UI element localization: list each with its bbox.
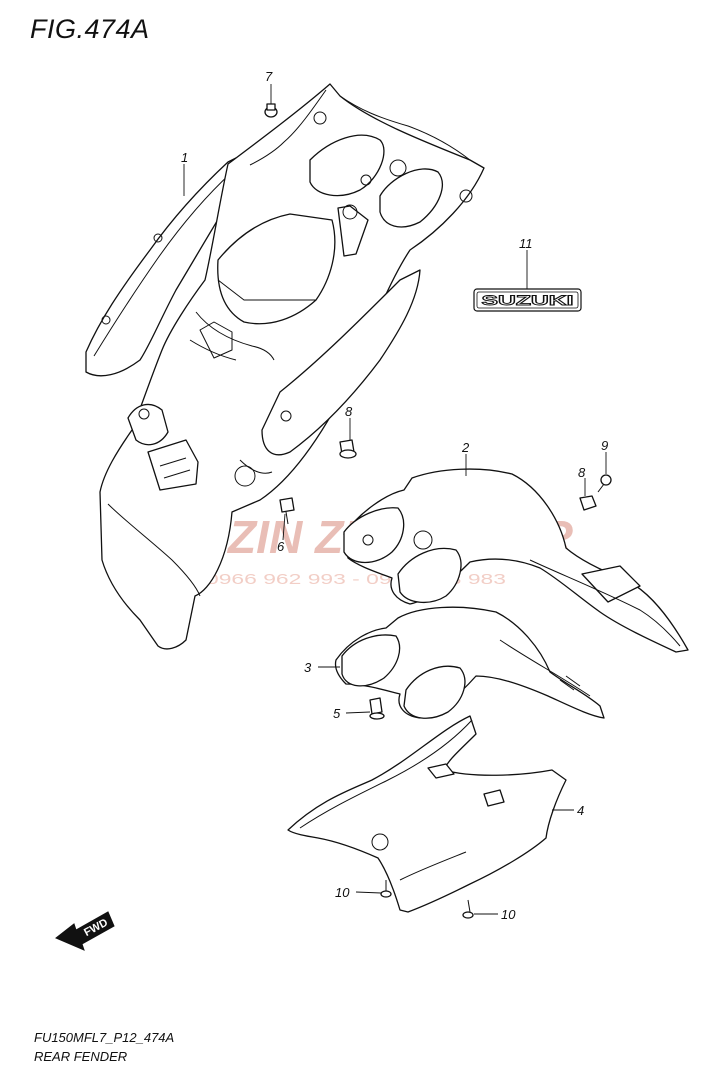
leader-6 <box>282 513 286 541</box>
bracket-body <box>334 606 605 719</box>
cover-top-edge <box>299 719 473 829</box>
fender-top-hole <box>313 111 327 125</box>
upper-fender-hole-1 <box>413 530 433 550</box>
upper-fender-tab <box>581 565 641 603</box>
bolt-5-washer <box>369 712 385 720</box>
fender-inner-lip <box>239 459 273 474</box>
nut-7-body <box>579 495 597 511</box>
callout-4: 4 <box>577 803 584 818</box>
callout-3: 3 <box>304 660 312 675</box>
fender-mount-left <box>127 403 169 446</box>
leader-lines <box>183 84 607 915</box>
part-rear-fender-upper-2 <box>343 468 689 653</box>
callout-1: 1 <box>181 150 188 165</box>
clip-body <box>266 103 276 111</box>
callout-9: 9 <box>601 438 608 453</box>
fender-rear-arm-hole <box>280 410 292 422</box>
fender-mount-hole <box>138 408 150 420</box>
fender-pad-left <box>309 134 385 197</box>
upper-fender-hole-2 <box>362 534 374 546</box>
fender-battery-box-edge <box>217 279 316 301</box>
fender-body <box>99 83 485 650</box>
fender-rib-box <box>199 321 233 359</box>
callout-6: 6 <box>277 539 285 554</box>
bracket-notches <box>559 675 581 691</box>
fender-bracket-low-slots <box>159 457 191 479</box>
fender-mudflap-edge <box>107 503 201 597</box>
part-nut-7 <box>579 495 597 511</box>
part-emblem-11: SUZUKI <box>473 288 582 312</box>
part-screw-10-left <box>380 880 392 898</box>
upper-fender-pad-2 <box>397 547 462 603</box>
watermark-phone: 0966 962 993 - 0966 668 983 <box>206 571 506 588</box>
fender-side-hole <box>459 189 473 203</box>
callout-8-middle: 8 <box>345 404 353 419</box>
callout-labels: 7 1 11 8 2 9 8 6 3 5 4 10 10 <box>181 69 608 922</box>
part-screw-6 <box>279 497 295 525</box>
part-screw-10-right <box>462 899 474 919</box>
fender-rib-2 <box>189 339 237 361</box>
screw-10b-shank <box>467 899 471 913</box>
fender-top-right-wing <box>339 95 471 161</box>
upper-fender-body <box>343 468 689 653</box>
part-clip-8-top <box>264 103 278 118</box>
bolt-5-head <box>369 697 383 715</box>
callout-2: 2 <box>461 440 470 455</box>
callout-11: 11 <box>519 236 533 251</box>
callout-5: 5 <box>333 706 341 721</box>
fender-top-left-wing <box>249 89 327 166</box>
fender-clamp-bolt <box>342 204 358 220</box>
screw-6-shank <box>285 511 289 525</box>
fender-left-hole-2 <box>101 315 111 325</box>
screw-10b-head <box>462 911 474 919</box>
fender-bracket-low <box>147 439 199 491</box>
fender-pad-right <box>379 168 443 228</box>
part-rear-fender-cover-4 <box>287 715 567 913</box>
emblem-inner-border <box>476 291 579 309</box>
screw-9-head <box>600 474 612 486</box>
model-code: FU150MFL7_P12_474A <box>34 1030 175 1045</box>
bracket-pad-1 <box>341 634 401 687</box>
callout-8-top: 7 <box>265 69 273 84</box>
fender-battery-box <box>217 213 336 325</box>
fwd-arrow-icon: FWD <box>55 911 115 951</box>
cover-clip-1 <box>427 763 455 779</box>
fender-rear-arm <box>261 269 421 456</box>
screw-9-shank <box>597 483 605 493</box>
fender-lower-hole <box>234 465 256 487</box>
fender-pad-right-boss <box>389 159 407 177</box>
callout-10-right: 10 <box>501 907 516 922</box>
upper-fender-pad-1 <box>343 507 405 564</box>
leader-10-left <box>355 891 382 894</box>
part-rear-fender-1 <box>85 83 485 650</box>
fwd-arrow-shape <box>55 911 115 951</box>
bracket-ridge <box>499 639 591 697</box>
clip-2-head <box>339 449 357 459</box>
cover-body <box>287 715 567 913</box>
fender-left-hole <box>153 233 163 243</box>
part-bolt-5 <box>369 697 385 720</box>
part-rear-fender-bracket-3 <box>334 606 605 719</box>
cover-clip-2 <box>483 789 505 807</box>
fender-clamp <box>337 205 369 257</box>
cover-lower-edge <box>399 851 467 881</box>
emblem-plate <box>473 288 582 312</box>
leader-5 <box>345 711 371 714</box>
fender-left-rail-edge <box>93 171 233 357</box>
figure-title: FIG.474A <box>30 14 150 44</box>
bracket-pad-2 <box>403 665 466 719</box>
fender-pad-left-hole <box>360 174 372 186</box>
part-clip-8-middle <box>339 439 357 459</box>
callout-10-left: 10 <box>335 885 350 900</box>
emblem-text: SUZUKI <box>482 292 574 308</box>
screw-10a-head <box>380 890 392 898</box>
screw-6-head <box>279 497 295 513</box>
part-screw-9 <box>597 474 612 493</box>
section-name: REAR FENDER <box>34 1049 128 1064</box>
upper-fender-edge <box>529 559 681 647</box>
cover-hole <box>371 833 389 851</box>
callout-7: 8 <box>578 465 586 480</box>
